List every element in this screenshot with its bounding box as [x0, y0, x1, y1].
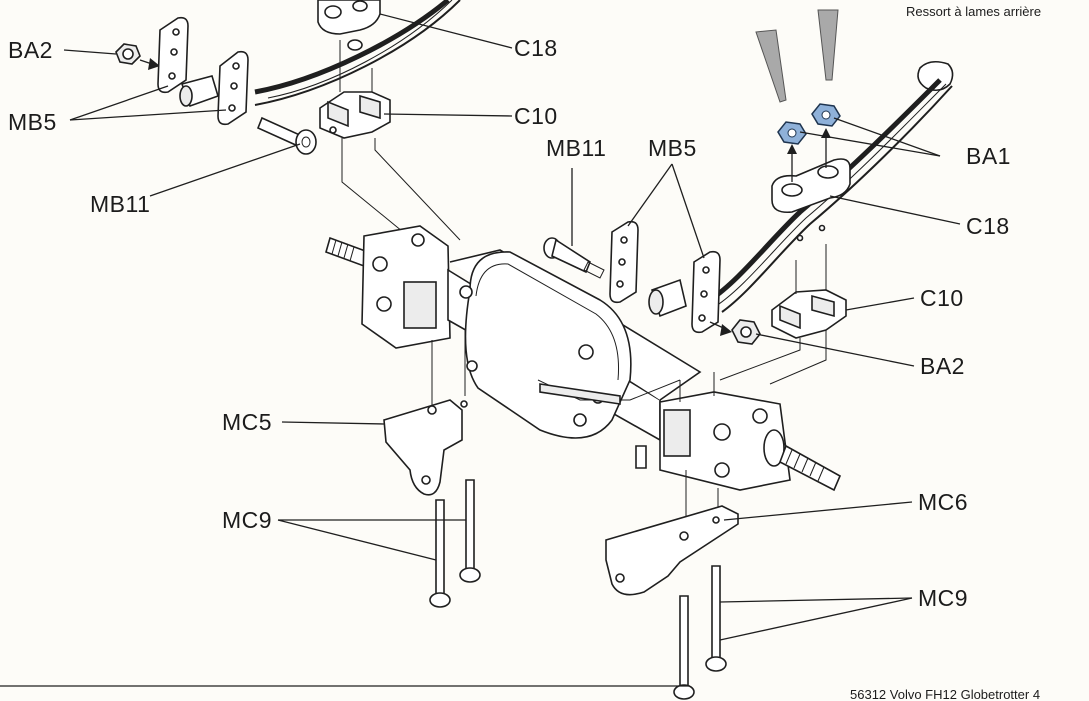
left-leaf-spring — [254, 0, 461, 106]
label-c18-right: C18 — [966, 213, 1010, 239]
right-leaf-spring — [708, 60, 954, 313]
ba1-nuts — [777, 103, 841, 145]
mb5-shackle-top — [157, 16, 249, 126]
footer-text: 56312 Volvo FH12 Globetrotter 4 — [850, 687, 1040, 701]
axle-housing — [325, 225, 842, 492]
label-mb5-mid: MB5 — [648, 135, 697, 161]
mc9-screws-left — [429, 479, 481, 608]
label-spring-caption: Ressort à lames arrière — [906, 4, 1041, 19]
c18-clamp-top — [317, 0, 381, 51]
c10-clamp-right — [771, 289, 847, 339]
ba2-nut-top — [115, 43, 160, 70]
label-c10-top: C10 — [514, 103, 558, 129]
label-mb11-mid: MB11 — [546, 135, 606, 161]
label-mc5: MC5 — [222, 409, 272, 435]
mc9-screws-right — [673, 565, 727, 700]
label-mb11-top: MB11 — [90, 191, 150, 217]
ba2-nut-right — [709, 319, 761, 345]
leader-lines — [63, 13, 961, 641]
label-ba2-right: BA2 — [920, 353, 965, 379]
c10-clamp-top — [319, 91, 391, 139]
label-c10-right: C10 — [920, 285, 964, 311]
label-c18-top: C18 — [514, 35, 558, 61]
label-mc9-left: MC9 — [222, 507, 272, 533]
ba1-arrows — [787, 128, 831, 182]
c18-clamp-right — [771, 158, 851, 214]
mc5-bracket — [383, 399, 468, 496]
label-ba1: BA1 — [966, 143, 1011, 169]
label-mb5-top: MB5 — [8, 109, 57, 135]
mc6-bracket — [605, 505, 739, 596]
label-mc9-right: MC9 — [918, 585, 968, 611]
mb11-bolt-mid — [543, 237, 605, 279]
wrench-arrows — [755, 9, 839, 103]
mb11-bolt-top — [256, 116, 317, 155]
mb5-shackle-mid — [609, 220, 721, 334]
label-ba2-top: BA2 — [8, 37, 53, 63]
label-mc6: MC6 — [918, 489, 968, 515]
